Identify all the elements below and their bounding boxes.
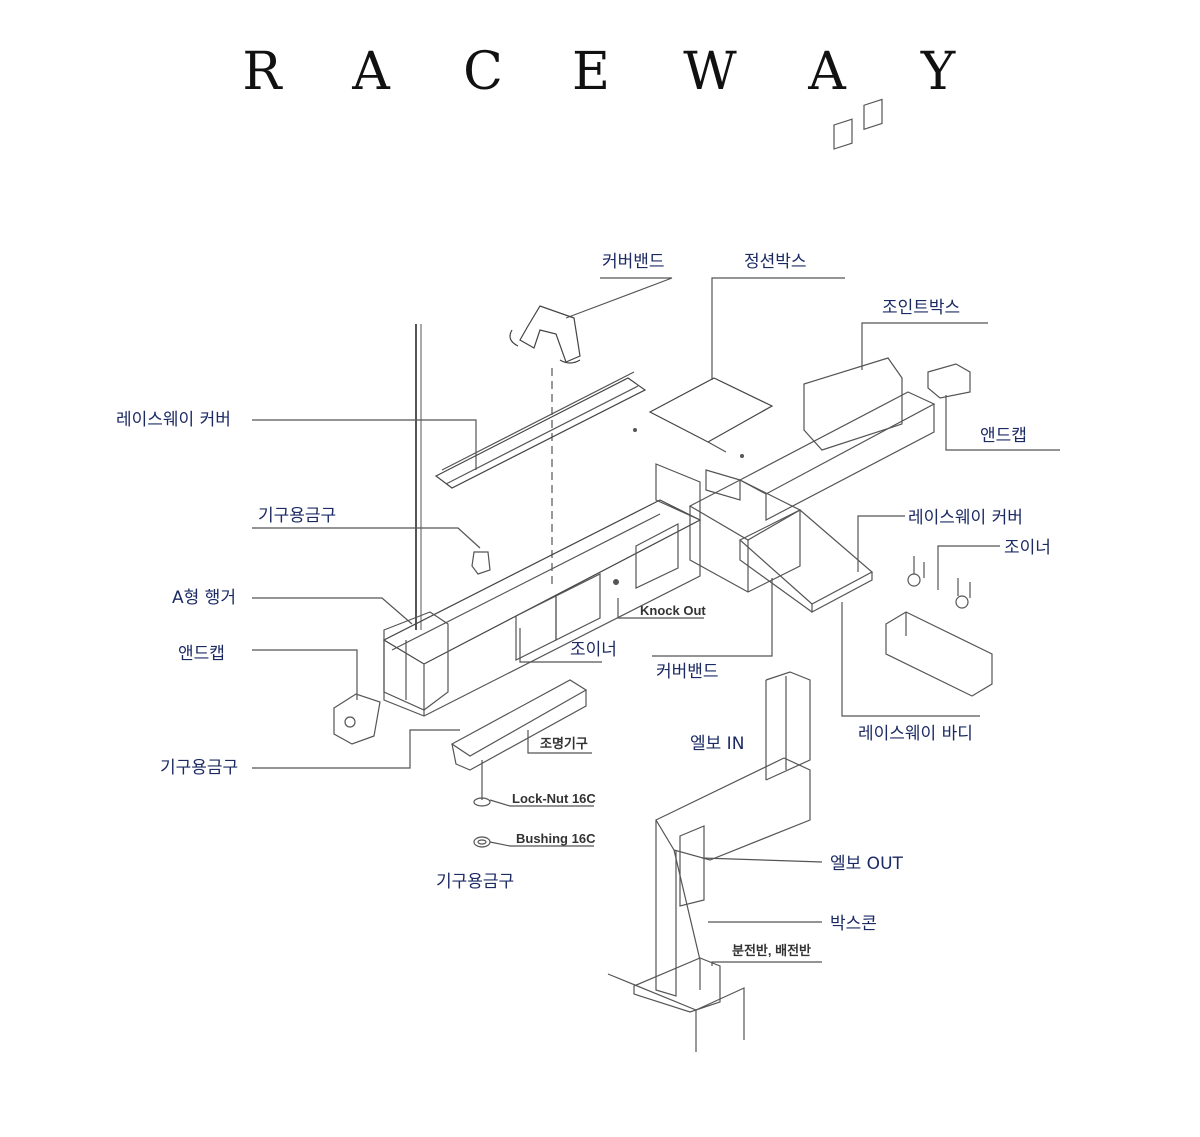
label-elbow-in: 엘보 IN [690, 734, 745, 754]
leader-line [701, 857, 823, 863]
leader-line [252, 729, 460, 769]
end-cap-right-shape [927, 363, 971, 399]
label-end-cap-left: 앤드캡 [178, 644, 225, 664]
end-cap-left-shape [333, 693, 381, 745]
raceway-cover-left-shape [434, 377, 647, 489]
lock-nut-shape [473, 797, 491, 807]
page-title: R A C E W A Y [0, 40, 1200, 110]
label-fixture-bracket-b: 기구용금구 [160, 758, 239, 778]
leader-line [652, 578, 773, 657]
leader-line [252, 419, 477, 470]
label-cover-band-top: 커버밴드 [602, 252, 665, 272]
leader-line [252, 527, 481, 549]
leader-line [252, 597, 413, 625]
joiner-right-shape [885, 611, 993, 697]
label-pull-box: 정션박스 [744, 252, 807, 272]
label-raceway-cover-right: 레이스웨이 커버 [908, 508, 1023, 528]
leader-line [937, 545, 1000, 590]
leader-line [565, 277, 673, 319]
panel-shape [607, 973, 745, 1040]
label-bushing: Bushing 16C [516, 831, 596, 846]
title-letter: E [572, 42, 610, 102]
label-fixture-bracket-a: 기구용금구 [258, 506, 337, 526]
fixture-bracket-plug [471, 551, 491, 575]
leader-line [489, 799, 594, 807]
pull-box-lid [648, 377, 774, 443]
label-elbow-out: 엘보 OUT [830, 854, 903, 874]
elbow-out-shape [655, 757, 811, 861]
leader-line [857, 515, 905, 572]
leader-line [711, 961, 822, 966]
leader-line [841, 602, 980, 717]
leader-line [945, 395, 1060, 451]
label-joiner-mid: 조이너 [570, 640, 617, 660]
label-knock-out: Knock Out [640, 603, 706, 618]
label-end-cap-right: 앤드캡 [980, 426, 1027, 446]
label-panel: 분전반, 배전반 [732, 943, 811, 958]
cover-band-top-shape [519, 305, 581, 363]
label-light-fixture: 조명기구 [540, 736, 588, 751]
title-letter: C [463, 42, 503, 102]
label-lock-nut: Lock-Nut 16C [512, 791, 596, 806]
label-raceway-cover-left: 레이스웨이 커버 [116, 410, 231, 430]
joint-box-shape [803, 357, 903, 451]
title-letter: R [242, 42, 282, 102]
label-box-connector: 박스콘 [830, 914, 877, 934]
label-cover-band-mid: 커버밴드 [656, 662, 719, 682]
a-hanger-shape [383, 611, 449, 711]
leader-line [252, 649, 358, 700]
box-connector-shape [633, 957, 721, 1013]
leader-line [711, 277, 845, 380]
title-letter: A [352, 42, 390, 102]
leader-line [861, 322, 988, 370]
label-joint-box: 조인트박스 [882, 298, 961, 318]
title-letter: Y [920, 42, 956, 102]
title-letter: A [808, 42, 846, 102]
leader-line [519, 628, 602, 663]
bushing-shape [473, 836, 491, 848]
label-joiner-right: 조이너 [1004, 538, 1051, 558]
leader-line [489, 841, 594, 847]
label-a-hanger: A형 행거 [172, 588, 236, 608]
elbow-in-shape [765, 671, 811, 781]
title-letter: W [683, 42, 737, 102]
label-raceway-body: 레이스웨이 바디 [858, 724, 973, 744]
label-fixture-bracket-c: 기구용금구 [436, 872, 515, 892]
raceway-body-left [382, 499, 702, 665]
